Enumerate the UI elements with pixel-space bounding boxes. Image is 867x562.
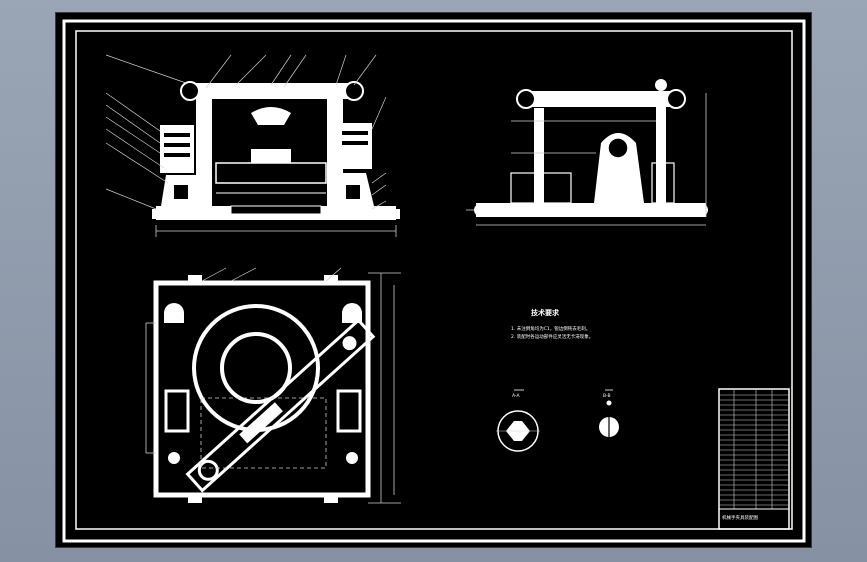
section-mark-left: A-A <box>512 393 521 399</box>
bom-table <box>718 388 790 530</box>
front-left-column <box>196 98 206 208</box>
section-detail-right: B-B <box>599 389 619 441</box>
section-mark-right: B-B <box>603 393 611 399</box>
top-base-outline <box>153 280 371 498</box>
sheet-inner-border <box>75 30 793 530</box>
front-left-column-edge <box>206 98 212 208</box>
side-left-column <box>534 108 544 203</box>
top-manipulator-arm <box>185 318 376 493</box>
side-base-plate <box>476 203 706 217</box>
notes-title: 技术要求 <box>531 308 560 317</box>
technical-notes: 技术要求 1. 未注倒角均为C1，锐边倒钝去毛刺。 2. 装配时各运动部件应灵活… <box>511 308 593 340</box>
title-block-caption: 机械手夹具装配图 <box>722 514 758 521</box>
front-motor-right <box>338 123 372 169</box>
notes-line-1: 1. 未注倒角均为C1，锐边倒钝去毛刺。 <box>511 325 590 332</box>
cad-drawing-canvas[interactable]: 技术要求 1. 未注倒角均为C1，锐边倒钝去毛刺。 2. 装配时各运动部件应灵活… <box>56 13 813 549</box>
top-view[interactable] <box>145 267 401 504</box>
front-slider <box>215 162 327 184</box>
side-right-column <box>656 91 666 203</box>
front-beam-pulley-right <box>344 81 364 101</box>
front-right-column-edge <box>327 98 333 208</box>
notes-line-2: 2. 装配时各运动部件应灵活无卡滞现象。 <box>511 333 593 340</box>
cad-viewport[interactable]: 技术要求 1. 未注倒角均为C1，锐边倒钝去毛刺。 2. 装配时各运动部件应灵活… <box>55 12 812 548</box>
side-gearbox <box>594 133 644 203</box>
side-top-beam <box>518 91 683 107</box>
section-detail-left: A-A <box>496 389 540 452</box>
front-top-beam <box>182 83 362 99</box>
front-beam-pulley-left <box>180 81 200 101</box>
top-rotary-hub <box>220 332 292 404</box>
side-view[interactable] <box>466 79 708 226</box>
front-base-foot-right <box>392 209 400 219</box>
front-leader-lines <box>105 54 387 210</box>
front-beam-bracket <box>251 107 291 125</box>
front-motor-left <box>160 125 194 173</box>
front-slider-head <box>251 149 291 163</box>
title-block[interactable]: 机械手夹具装配图 <box>718 388 790 530</box>
front-view[interactable] <box>105 54 400 237</box>
sheet-outer-border <box>62 19 806 543</box>
front-base-foot-left <box>152 209 160 219</box>
